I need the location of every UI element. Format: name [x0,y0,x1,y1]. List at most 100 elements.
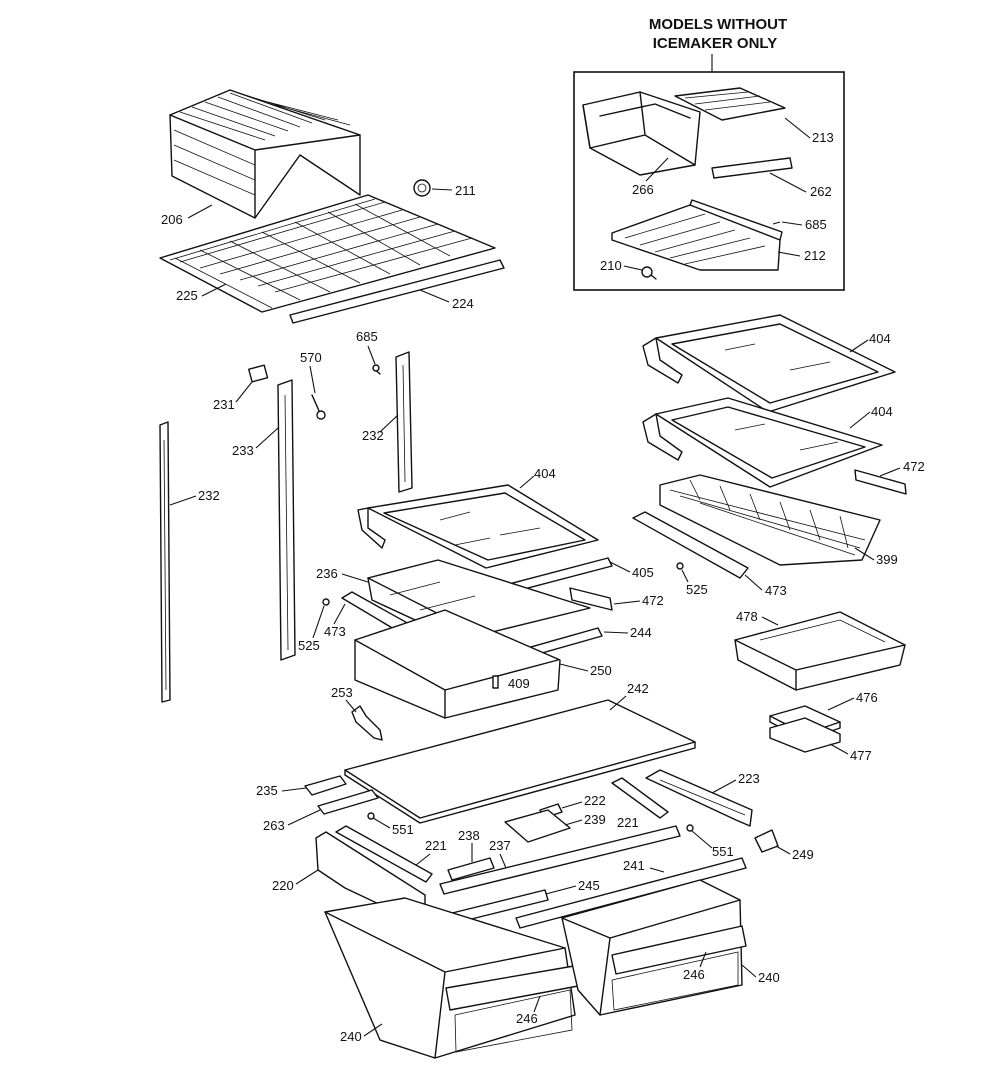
leader-473a [333,603,346,625]
label-405: 405 [632,565,654,580]
leader-224 [419,289,450,303]
label-551a: 551 [392,822,414,837]
label-221b: 221 [617,815,639,830]
label-525a: 525 [298,638,320,653]
leader-399 [854,547,875,561]
leader-244 [603,631,629,634]
part-253-bracket [351,705,383,741]
leader-525a [312,605,325,639]
leader-232b [169,495,197,506]
part-210-screw [641,266,657,280]
label-473a: 473 [324,624,346,639]
part-399-wire-basket [659,474,881,566]
part-472-left-slide [569,587,613,611]
label-409: 409 [508,676,530,691]
leader-220 [295,869,319,885]
part-221-right-rail [611,777,669,819]
part-206-wire-rack [169,89,361,219]
label-245: 245 [578,878,600,893]
label-221a: 221 [425,838,447,853]
leader-235 [281,787,307,792]
part-237-center-rail [439,825,681,895]
label-210: 210 [600,258,622,273]
label-478: 478 [736,609,758,624]
label-225: 225 [176,288,198,303]
leader-472a [613,600,641,605]
part-231-clip [248,364,269,383]
leader-223 [711,779,737,794]
label-242: 242 [627,681,649,696]
part-232-center-rail [395,351,413,493]
leader-473b [744,574,763,591]
label-240a: 240 [340,1029,362,1044]
label-246b: 246 [683,967,705,982]
label-249: 249 [792,847,814,862]
part-240-right-drawer [561,879,747,1016]
part-232-left-rail [159,421,171,703]
label-239: 239 [584,812,606,827]
leader-225 [201,283,227,297]
leader-222 [561,801,583,809]
label-233: 233 [232,443,254,458]
leader-405 [609,561,631,573]
inset-frame [573,71,845,291]
label-240b: 240 [758,970,780,985]
label-246a: 246 [516,1011,538,1026]
label-685b: 685 [356,329,378,344]
leader-246b [699,951,707,968]
label-476: 476 [856,690,878,705]
part-551-left-screw [367,812,375,820]
label-231: 231 [213,397,235,412]
part-525-right-screw [676,562,684,570]
leader-477 [829,743,849,755]
label-472b: 472 [903,459,925,474]
part-211-bumper [413,179,431,197]
label-213: 213 [812,130,834,145]
label-232a: 232 [362,428,384,443]
label-472a: 472 [642,593,664,608]
leader-206 [187,204,213,219]
leader-263 [287,809,321,826]
label-206: 206 [161,212,183,227]
leader-240a [363,1023,383,1037]
leader-685a [781,221,803,226]
part-404-top-glass-shelf [642,314,896,413]
label-237: 237 [489,838,511,853]
label-404b: 404 [869,331,891,346]
part-404-middle-glass-shelf [642,397,883,488]
label-262: 262 [810,184,832,199]
label-551b: 551 [712,844,734,859]
part-224-shelf-trim [289,259,505,324]
leader-233 [255,427,279,449]
part-266-ice-bucket [582,91,701,176]
leader-404c [849,411,871,429]
part-525-left-screw [322,598,330,606]
part-239-bracket [504,809,571,843]
label-241: 241 [623,858,645,873]
leader-525b [681,569,689,583]
part-212-ice-rack [611,199,783,271]
leader-551b [691,830,713,849]
label-238: 238 [458,828,480,843]
label-244: 244 [630,625,652,640]
leader-249 [775,845,791,855]
part-225-wire-shelf [159,194,496,313]
label-685a: 685 [805,217,827,232]
part-685-pin-b [372,364,381,375]
part-242-crisper-cover-glass [344,699,696,824]
label-211: 211 [455,183,476,198]
part-235-support [304,775,347,796]
leader-250 [559,663,589,672]
leader-246a [533,995,541,1013]
label-223: 223 [738,771,760,786]
label-253: 253 [331,685,353,700]
part-221-left-rail [335,825,433,883]
leader-476 [827,697,855,711]
label-473b: 473 [765,583,787,598]
leader-242 [609,695,627,711]
label-212: 212 [804,248,826,263]
label-236: 236 [316,566,338,581]
part-478-tray [734,611,906,691]
leader-210 [623,265,643,271]
label-250: 250 [590,663,612,678]
